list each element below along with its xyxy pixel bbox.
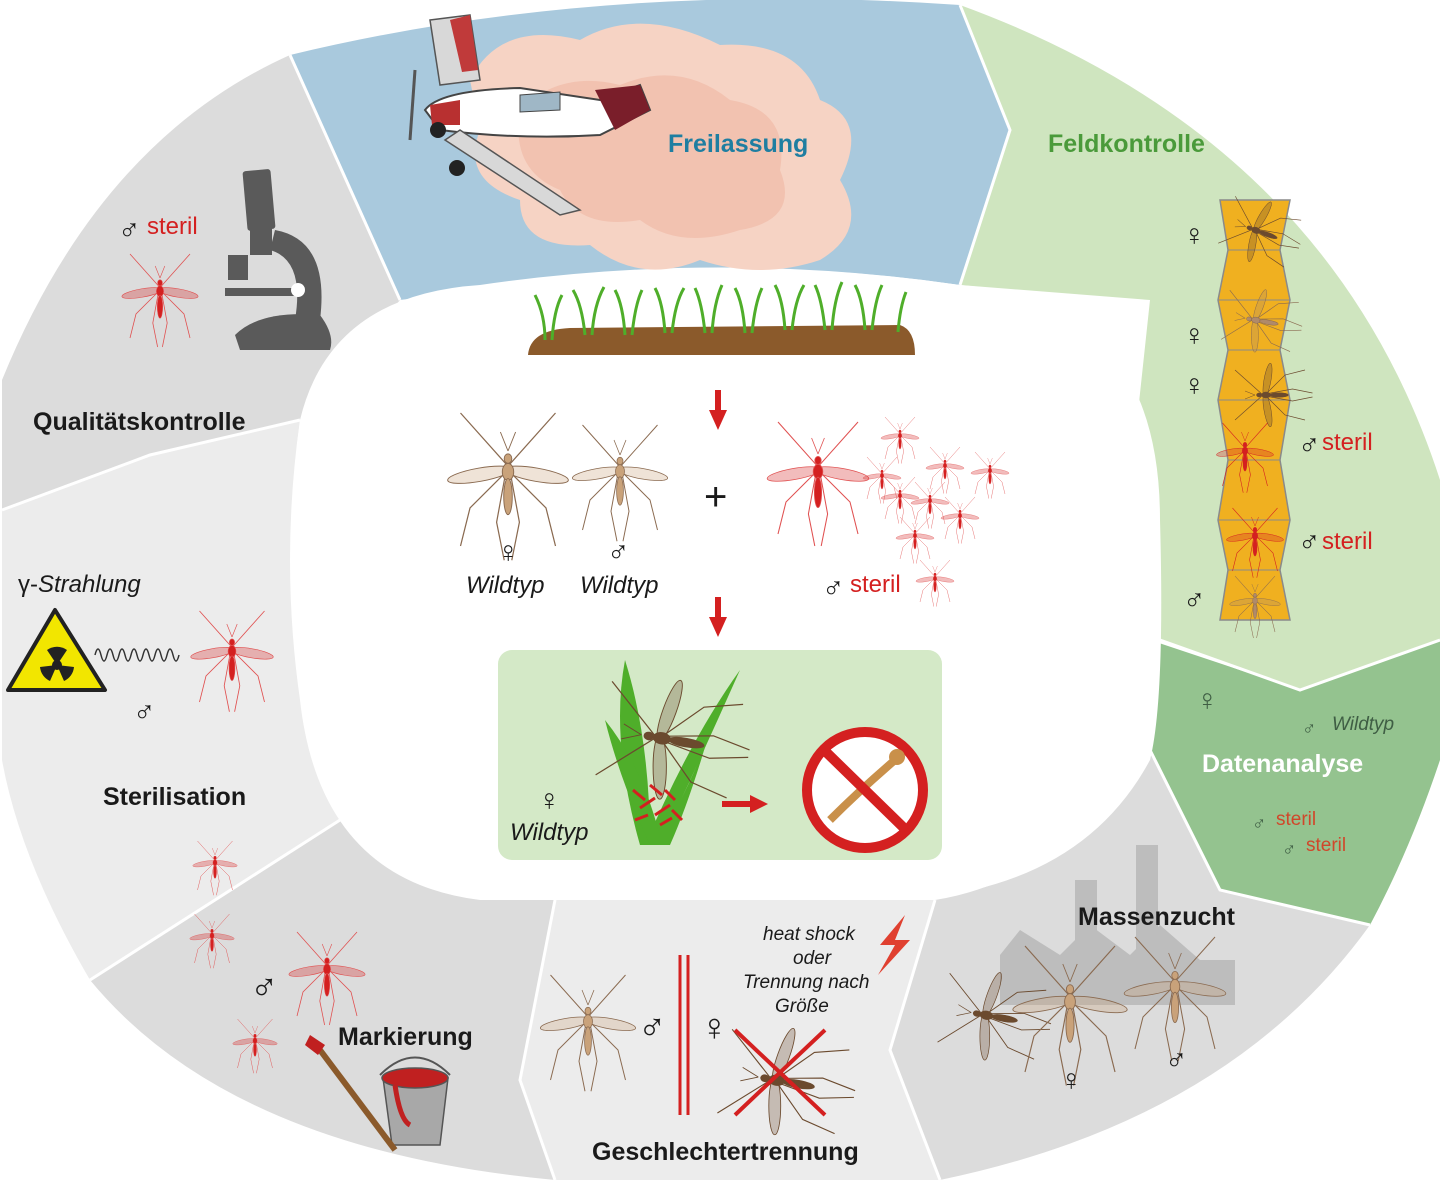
label-steril-2: steril bbox=[1322, 528, 1373, 555]
label-heat-shock: heat shock bbox=[763, 924, 856, 945]
title-datenanalyse: Datenanalyse bbox=[1202, 750, 1363, 778]
symbol-male-3: ♂ bbox=[1183, 584, 1206, 617]
symbol-male-steril-center: ♂ bbox=[822, 572, 845, 605]
separator-lines bbox=[678, 955, 690, 1115]
down-arrow-1 bbox=[709, 390, 727, 430]
segment-feldkontrolle bbox=[960, 5, 1440, 690]
plus-sign: + bbox=[704, 475, 727, 519]
paintbrush-icon bbox=[305, 1035, 398, 1152]
symbol-male-2: ♂ bbox=[1298, 526, 1321, 559]
symbol-female-1: ♀ bbox=[1183, 219, 1206, 252]
paint-bucket-icon bbox=[379, 1056, 451, 1146]
segment-sterilisation bbox=[2, 420, 340, 980]
symbol-female-2: ♀ bbox=[1183, 319, 1206, 352]
title-sterilisation: Sterilisation bbox=[103, 783, 246, 811]
label-groesse: Größe bbox=[775, 996, 829, 1017]
title-geschlechtertrennung: Geschlechtertrennung bbox=[592, 1138, 859, 1166]
title-freilassung: Freilassung bbox=[668, 130, 808, 158]
title-markierung: Markierung bbox=[338, 1023, 473, 1051]
label-oder: oder bbox=[793, 948, 832, 969]
radiation-wave bbox=[94, 648, 180, 662]
right-arrow bbox=[722, 795, 768, 813]
title-massenzucht: Massenzucht bbox=[1078, 903, 1236, 931]
label-gamma: γ-Strahlung bbox=[18, 571, 141, 598]
label-wildtyp-da: Wildtyp bbox=[1332, 714, 1394, 735]
symbol-male-da-1: ♂ bbox=[1302, 719, 1316, 740]
down-arrow-2 bbox=[709, 597, 727, 637]
microscope-icon bbox=[225, 169, 332, 350]
symbol-female-da: ♀ bbox=[1196, 684, 1219, 717]
symbol-male-1: ♂ bbox=[1298, 429, 1321, 462]
segment-qualitaetskontrolle bbox=[2, 55, 400, 510]
title-feldkontrolle: Feldkontrolle bbox=[1048, 130, 1205, 158]
symbol-female-gt: ♀ bbox=[700, 1007, 729, 1049]
symbol-male-qk: ♂ bbox=[118, 214, 141, 247]
no-larvae-icon bbox=[802, 727, 928, 853]
segment-geschlechtertrennung bbox=[520, 900, 940, 1180]
label-strahlung: Strahlung bbox=[38, 571, 141, 598]
symbol-female-mz: ♀ bbox=[1060, 1064, 1083, 1097]
label-wildtyp-male: Wildtyp bbox=[580, 572, 658, 599]
label-wildtyp-result: Wildtyp bbox=[510, 819, 588, 846]
label-steril-1: steril bbox=[1322, 429, 1373, 456]
symbol-male-mz: ♂ bbox=[1165, 1044, 1188, 1077]
symbol-male-gt: ♂ bbox=[638, 1007, 667, 1049]
symbol-male-center: ♂ bbox=[607, 536, 630, 569]
grass-field bbox=[528, 281, 915, 355]
sticky-trap-strip bbox=[1217, 199, 1291, 621]
label-steril-da-1: steril bbox=[1276, 809, 1316, 830]
label-trennung-nach: Trennung nach bbox=[743, 972, 869, 993]
symbol-female-3: ♀ bbox=[1183, 369, 1206, 402]
label-steril-qk: steril bbox=[147, 213, 198, 240]
radiation-icon bbox=[6, 608, 107, 692]
lightning-icon bbox=[878, 915, 910, 975]
symbol-male-da-2: ♂ bbox=[1252, 814, 1266, 835]
symbol-male-da-3: ♂ bbox=[1282, 840, 1296, 861]
symbol-female-center: ♀ bbox=[497, 536, 520, 569]
label-wildtyp-female: Wildtyp bbox=[466, 572, 544, 599]
eggs-cluster bbox=[632, 783, 684, 827]
symbol-male-st: ♂ bbox=[133, 696, 156, 729]
segment-datenanalyse bbox=[1150, 640, 1440, 925]
symbol-male-mk: ♂ bbox=[250, 967, 279, 1009]
label-steril-da-2: steril bbox=[1306, 835, 1346, 856]
label-steril-center: steril bbox=[850, 571, 901, 598]
title-qualitaetskontrolle: Qualitätskontrolle bbox=[33, 408, 246, 436]
plane-icon bbox=[408, 14, 652, 216]
cross-out-icon bbox=[733, 1028, 827, 1117]
symbol-female-result: ♀ bbox=[538, 784, 561, 817]
label-gamma-symbol: γ- bbox=[18, 571, 38, 598]
